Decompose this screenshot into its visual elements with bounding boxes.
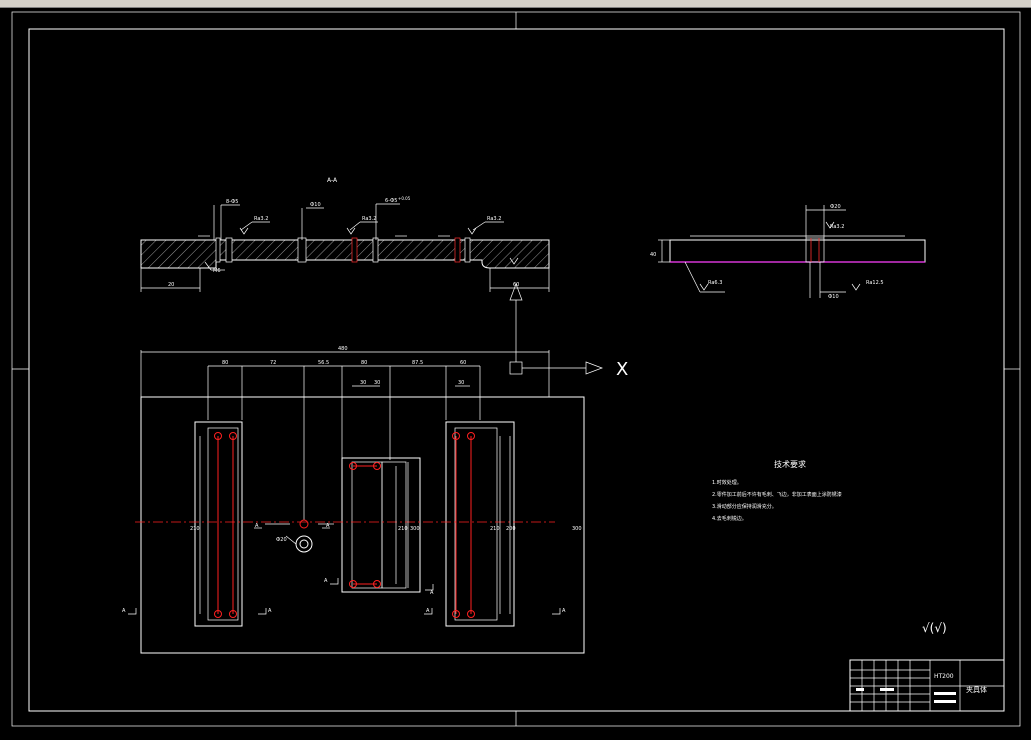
section-mark-6: A xyxy=(430,590,434,596)
title-block-material: HT200 xyxy=(934,673,954,680)
dim-inner-3: 30 xyxy=(458,380,464,386)
plan-view: 480 80 72 56.5 80 87.5 60 30 30 30 xyxy=(122,283,628,654)
dim-section-6: 20 xyxy=(168,282,174,288)
side-view: Ф20 Ra3.2 40 Ra6.3 Ф10 Ra12.5 xyxy=(650,204,926,300)
section-hole-1 xyxy=(215,237,221,263)
section-hole-6 xyxy=(454,237,461,263)
roughness-1: Ra3.2 xyxy=(254,216,268,222)
dim-section-1: 8-Ф5 xyxy=(226,199,238,205)
section-mark-5: A xyxy=(324,578,328,584)
dim-section-2: Ф10 xyxy=(310,202,321,208)
section-title: A-A xyxy=(327,177,338,184)
section-hole-5 xyxy=(372,237,379,263)
title-block-part-name: 夹具体 xyxy=(966,685,987,694)
title-block: HT200 夹具体 xyxy=(849,659,1005,712)
side-dim-bottom: Ф10 xyxy=(828,294,839,300)
ucs-y-arrow xyxy=(509,283,523,301)
section-mark-8: A xyxy=(562,608,566,614)
tech-req-line-3: 3.滑动部分应保持润滑充分。 xyxy=(712,503,777,510)
dim-w3: 56.5 xyxy=(318,360,329,366)
section-hole-7 xyxy=(464,237,471,263)
dim-section-3: 6-Ф5 xyxy=(385,198,397,204)
dim-h5: 200 xyxy=(506,526,516,532)
ucs-x-arrow xyxy=(585,361,603,375)
ucs-x-label: X xyxy=(616,359,628,380)
tech-req-title: 技术要求 xyxy=(774,459,806,469)
dim-inner-1: 30 xyxy=(360,380,366,386)
right-plate xyxy=(445,421,515,627)
side-body xyxy=(669,239,926,263)
middle-plate xyxy=(341,457,421,593)
dim-h6: 300 xyxy=(572,526,582,532)
roughness-5: Ra6.3 xyxy=(708,280,722,286)
cad-drawing-canvas[interactable]: A-A 8-Ф5 Ф10 6-Ф5 +0.05 xyxy=(0,8,1031,736)
drawing-svg: A-A 8-Ф5 Ф10 6-Ф5 +0.05 xyxy=(11,11,1021,727)
section-mark-2: A xyxy=(268,608,272,614)
toolbar-strip xyxy=(0,0,1031,8)
dim-h1: 210 xyxy=(190,526,200,532)
dim-w2: 72 xyxy=(270,360,276,366)
tech-req-line-4: 4.去毛刺锐边。 xyxy=(712,515,747,522)
dim-section-5: M6 xyxy=(213,268,221,274)
section-hole-4 xyxy=(351,237,358,263)
plan-outline xyxy=(140,396,585,654)
side-dim-top: Ф20 xyxy=(830,204,841,210)
section-mark-7: A xyxy=(426,608,430,614)
dim-h2: 210 xyxy=(398,526,408,532)
dim-h3: 300 xyxy=(410,526,420,532)
roughness-4: Ra3.2 xyxy=(830,224,844,230)
section-mark-4: A xyxy=(326,523,330,529)
section-view-a-a: A-A 8-Ф5 Ф10 6-Ф5 +0.05 xyxy=(140,177,550,292)
roughness-6: Ra12.5 xyxy=(866,280,884,286)
dim-w4: 80 xyxy=(361,360,367,366)
tech-req-line-1: 1.时效处理。 xyxy=(712,479,742,486)
dim-section-4: +0.05 xyxy=(398,196,411,201)
locating-hole xyxy=(295,535,313,553)
roughness-2: Ra3.2 xyxy=(362,216,376,222)
left-plate xyxy=(194,421,243,627)
dim-overall-width: 480 xyxy=(338,346,348,352)
dim-hole: Ф20 xyxy=(276,537,287,543)
dim-h4: 210 xyxy=(490,526,500,532)
section-body xyxy=(140,239,550,269)
section-mark-1: A xyxy=(122,608,126,614)
sheet-outer-border xyxy=(11,11,1021,727)
dim-w6: 60 xyxy=(460,360,466,366)
dim-w1: 80 xyxy=(222,360,228,366)
section-mark-3: A xyxy=(255,523,259,529)
tech-req-line-2: 2.零件加工前后不许有毛刺、飞边，非加工表面上涂防锈漆 xyxy=(712,491,842,498)
ucs-origin-box xyxy=(509,361,523,375)
section-hole-3 xyxy=(297,237,307,263)
side-dim-height: 40 xyxy=(650,252,656,258)
general-roughness-symbol: √(√) xyxy=(922,621,947,635)
dim-inner-2: 30 xyxy=(374,380,380,386)
roughness-3: Ra3.2 xyxy=(487,216,501,222)
sheet-inner-border xyxy=(28,28,1005,712)
dim-w5: 87.5 xyxy=(412,360,423,366)
tech-requirements: 技术要求 1.时效处理。 2.零件加工前后不许有毛刺、飞边，非加工表面上涂防锈漆… xyxy=(712,459,947,635)
section-hole-2 xyxy=(225,237,233,263)
